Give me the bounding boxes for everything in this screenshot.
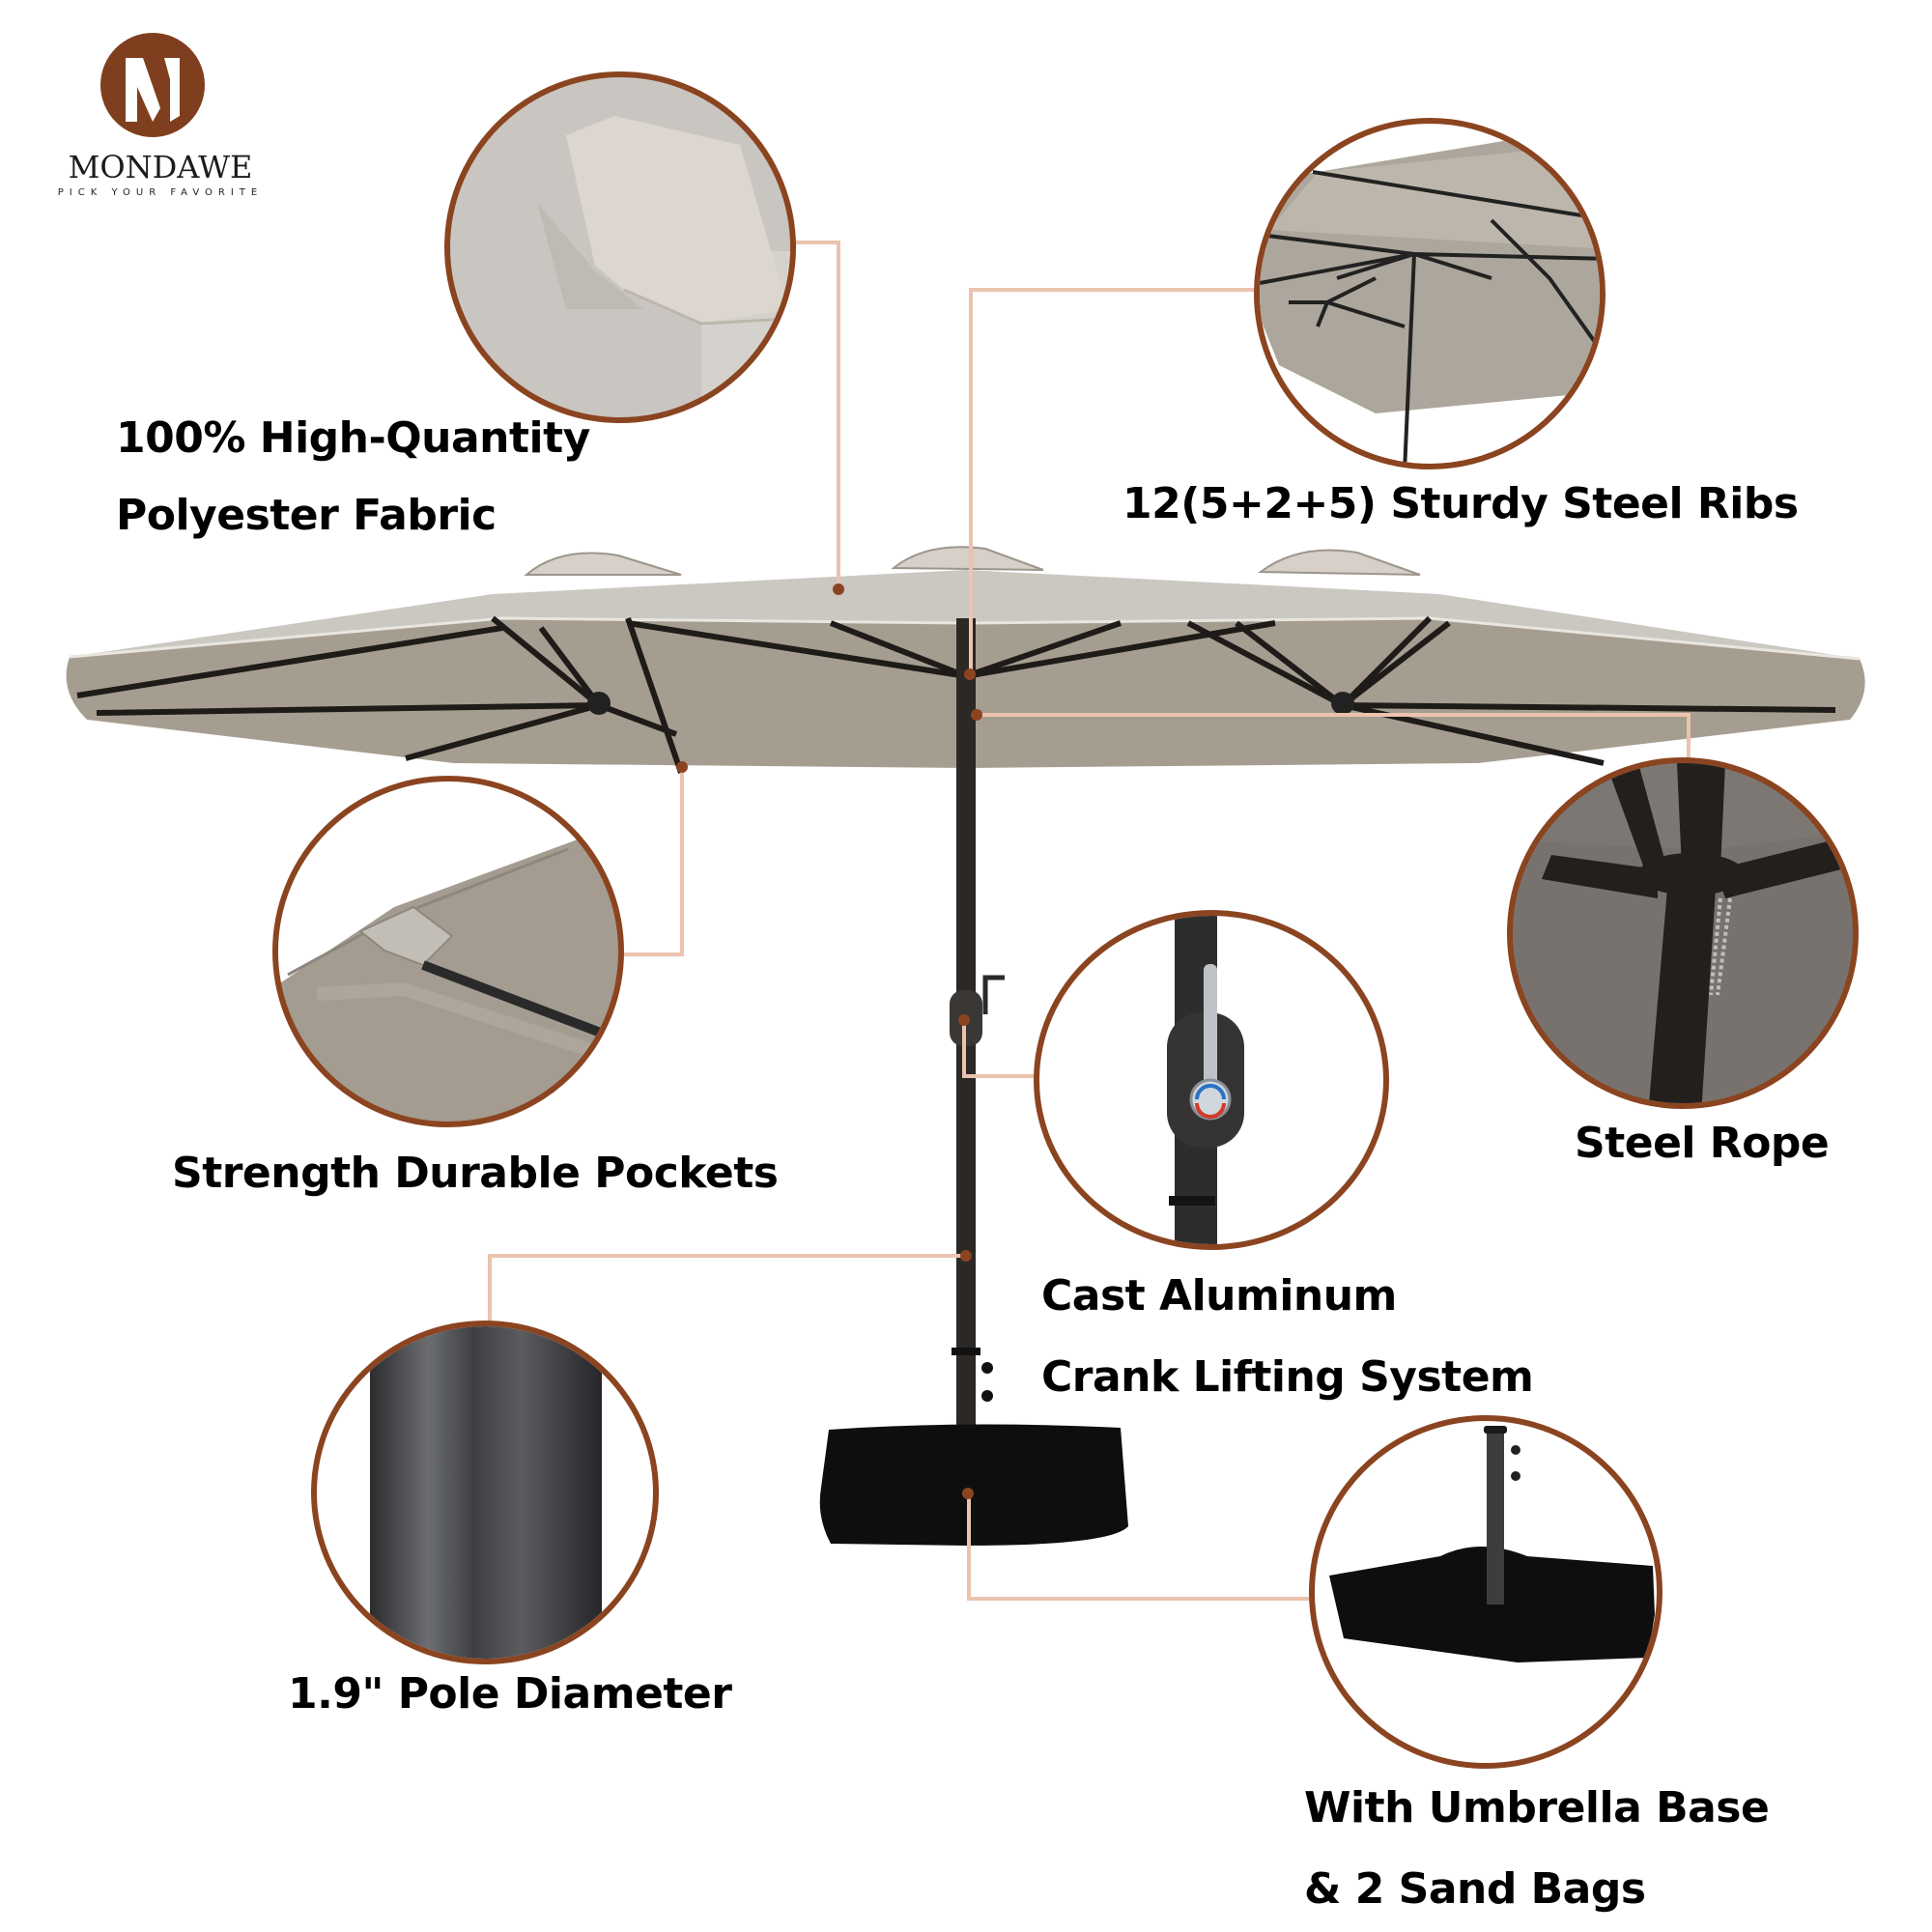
feature-label-pole: 1.9" Pole Diameter [288,1669,732,1719]
feature-label-ribs: 12(5+2+5) Sturdy Steel Ribs [1122,479,1799,528]
pocket-closeup-icon [272,776,624,1127]
feature-label-base-line2: & 2 Sand Bags [1304,1864,1646,1914]
brand-name: MONDAWE [68,149,253,185]
fabric-closeup-icon [444,71,796,423]
umbrella-pole [956,618,976,1492]
steel-rope-closeup-icon [1507,757,1859,1109]
logo-mark-icon [100,33,205,137]
pole-closeup-icon [311,1321,659,1664]
feature-label-fabric-line1: 100% High-Quantity [116,413,590,463]
feature-label-crank-line1: Cast Aluminum [1041,1271,1397,1321]
brand-tagline: PICK YOUR FAVORITE [57,187,264,198]
feature-label-fabric-line2: Polyester Fabric [116,491,497,540]
feature-label-crank-line2: Crank Lifting System [1041,1352,1534,1402]
feature-label-pockets: Strength Durable Pockets [172,1149,779,1198]
crank-closeup-icon [1034,910,1389,1250]
ribs-closeup-icon [1254,118,1605,469]
feature-label-rope: Steel Rope [1575,1119,1830,1168]
feature-label-base-line1: With Umbrella Base [1304,1783,1770,1833]
brand-logo: MONDAWE PICK YOUR FAVORITE [39,27,280,201]
base-sandbag [819,1424,1128,1546]
canopy-vents [524,546,1421,576]
base-closeup-icon [1309,1415,1662,1769]
